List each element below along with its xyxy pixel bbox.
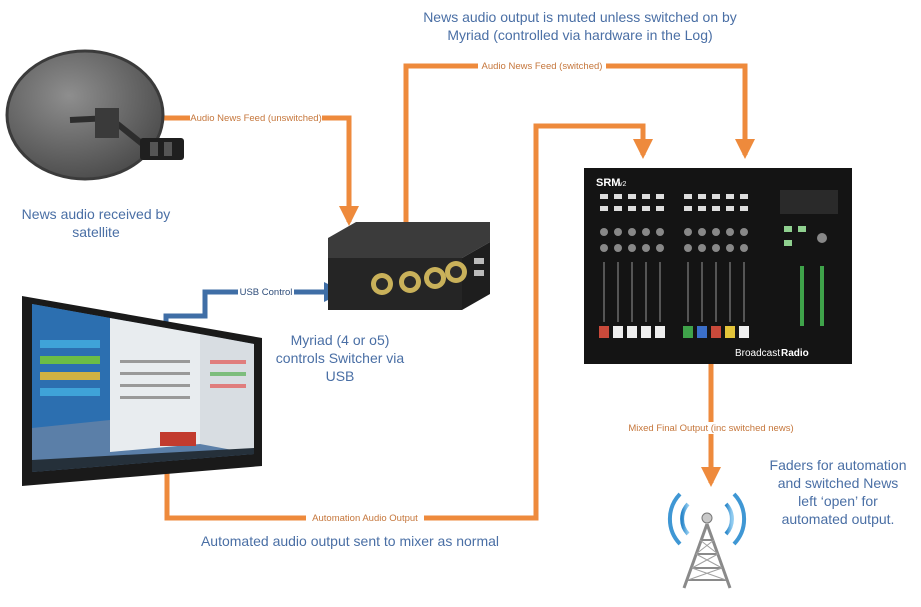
caption-faders: Faders for automation and switched News … — [769, 457, 907, 527]
wire-label-mixed: Mixed Final Output (inc switched news) — [628, 423, 793, 434]
wire-unswitched: Audio News Feed (unswitched) — [160, 112, 359, 226]
mixer-master-section — [780, 190, 838, 326]
wire-mixed: Mixed Final Output (inc switched news) — [622, 364, 802, 487]
mixer-brand-prefix: Broadcast — [735, 348, 780, 359]
mixer-fader-caps — [599, 326, 749, 338]
caption-myriad: Myriad (4 or o5) controls Switcher via U… — [275, 332, 405, 384]
wire-label-usb: USB Control — [240, 287, 293, 298]
mixer-console-icon: SRM v2 — [584, 168, 852, 364]
monitor-icon — [22, 296, 262, 486]
mixer-model: SRM — [596, 177, 620, 189]
wire-switched: Audio News Feed (switched) — [403, 60, 755, 222]
mixer-brand-suffix: Radio — [781, 348, 809, 359]
mixer-knobs — [600, 228, 748, 252]
switcher-box-icon — [328, 222, 490, 310]
wire-label-automation: Automation Audio Output — [312, 513, 418, 524]
wire-label-unswitched: Audio News Feed (unswitched) — [190, 113, 321, 124]
caption-satellite: News audio received by satellite — [21, 206, 171, 240]
radio-tower-icon — [667, 492, 747, 589]
wire-automation: Automation Audio Output — [164, 123, 653, 524]
mixer-version: v2 — [619, 181, 627, 188]
mixer-buttons — [600, 194, 748, 211]
caption-top: News audio output is muted unless switch… — [423, 9, 737, 43]
caption-automated: Automated audio output sent to mixer as … — [200, 533, 500, 549]
satellite-dish-icon — [5, 49, 184, 181]
wire-label-switched: Audio News Feed (switched) — [482, 61, 603, 72]
mixer-fader-tracks — [603, 262, 745, 322]
